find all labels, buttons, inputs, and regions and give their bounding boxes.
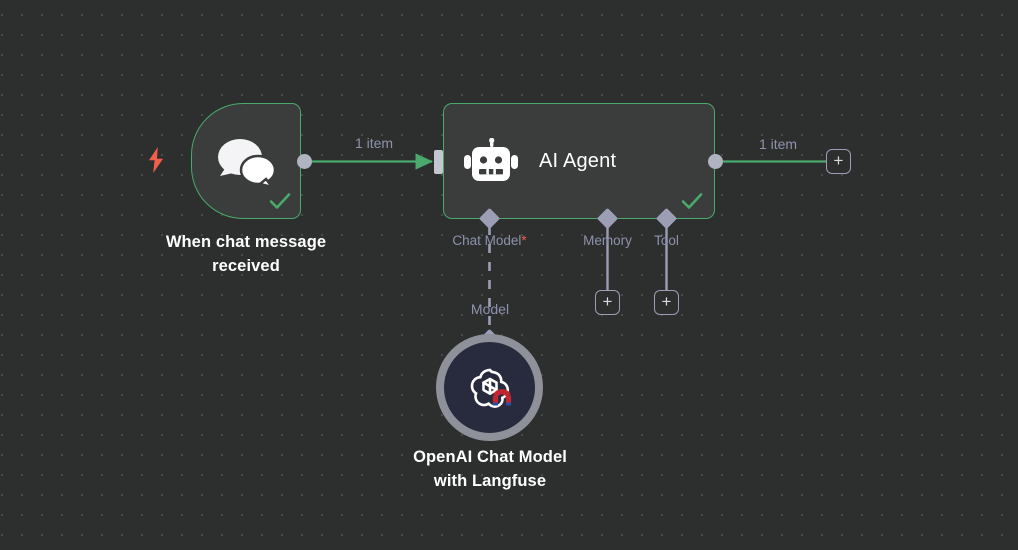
add-memory-node-button[interactable]: + <box>595 290 620 315</box>
agent-node-title: AI Agent <box>539 149 617 172</box>
trigger-status-check-icon <box>269 193 291 209</box>
model-node-label: OpenAI Chat Model with Langfuse <box>413 448 567 490</box>
node-ai-agent[interactable]: AI Agent <box>443 103 715 219</box>
agent-status-check-icon <box>681 193 703 209</box>
lightning-bolt-icon <box>146 147 166 173</box>
agent-input-port[interactable] <box>434 150 443 174</box>
agent-port-label-tool: Tool <box>654 233 679 248</box>
magnet-icon <box>492 388 511 405</box>
node-when-chat-message-received[interactable] <box>191 103 301 219</box>
edge-label-model: Model <box>470 301 510 317</box>
node-openai-chat-model-with-langfuse[interactable] <box>436 334 543 441</box>
edge-label-agent-to-add: 1 item <box>758 136 798 152</box>
trigger-node-label: When chat message received <box>165 233 327 275</box>
agent-port-label-memory: Memory <box>583 233 632 248</box>
openai-logo-icon <box>470 368 511 408</box>
agent-port-label-chat-model: Chat Model* <box>429 233 550 248</box>
add-tool-node-button[interactable]: + <box>654 290 679 315</box>
edge-label-trigger-to-agent: 1 item <box>354 135 394 151</box>
chat-bubbles-icon <box>218 139 277 189</box>
chat-model-required-asterisk: * <box>521 233 527 248</box>
robot-icon <box>464 138 518 181</box>
add-output-node-button[interactable]: + <box>826 149 851 174</box>
chat-model-label-text: Chat Model <box>452 233 522 248</box>
agent-output-port[interactable] <box>708 154 723 169</box>
trigger-output-port[interactable] <box>297 154 312 169</box>
